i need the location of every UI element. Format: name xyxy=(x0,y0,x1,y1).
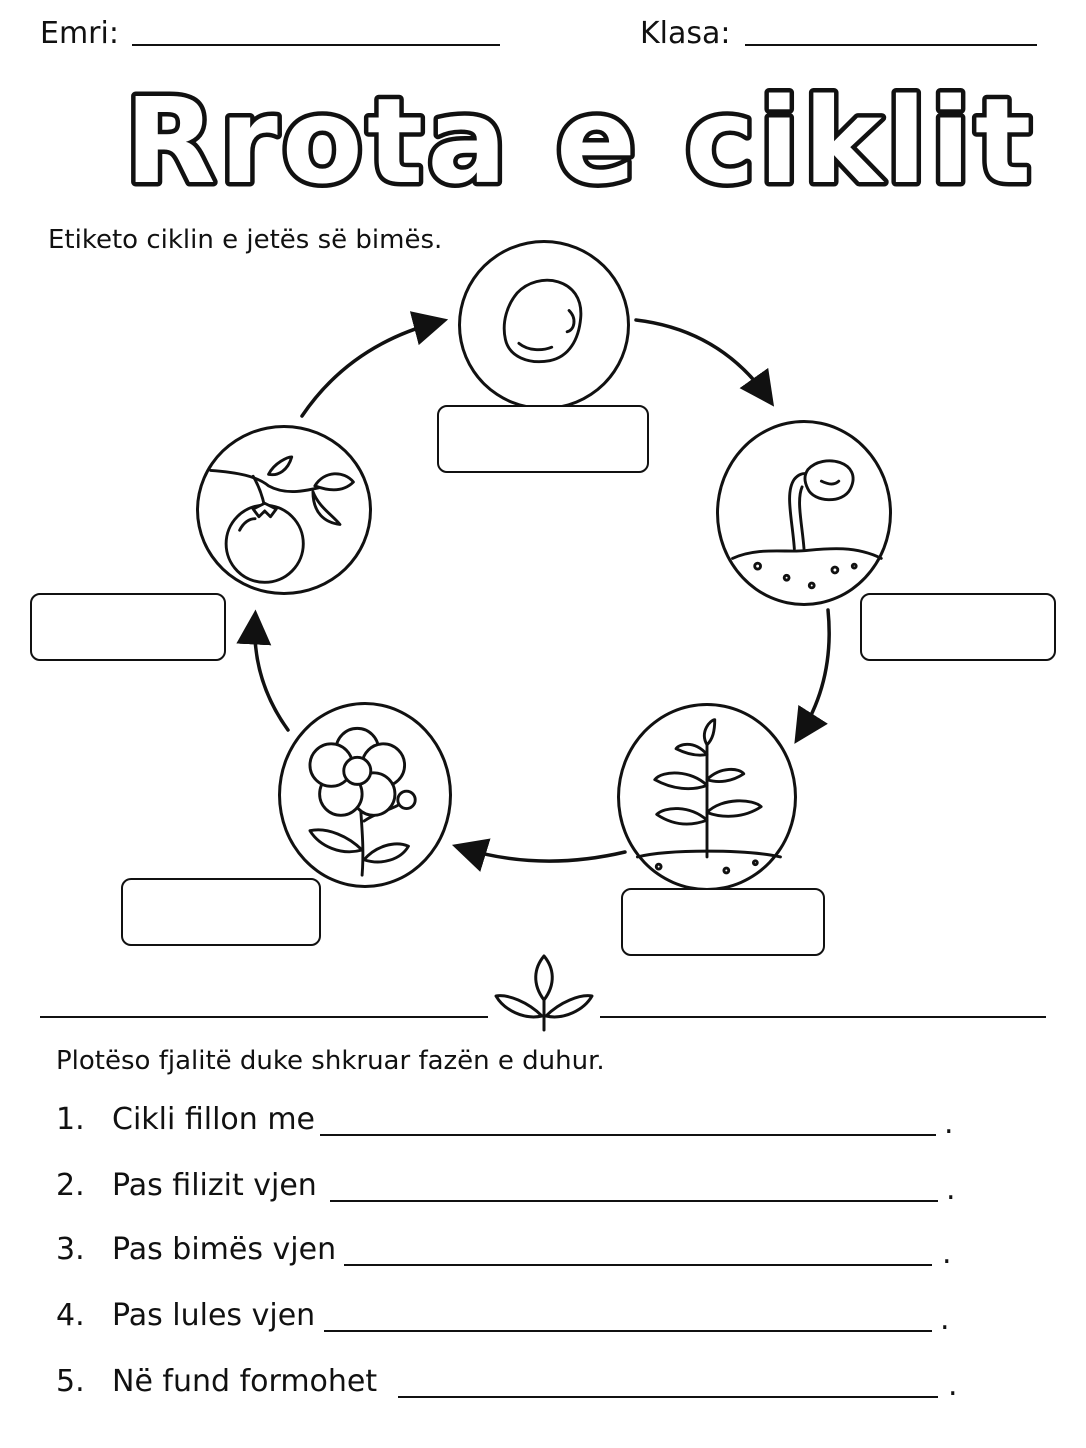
tomato-fruit-icon xyxy=(209,455,355,584)
arrow-fruit-to-seed xyxy=(300,311,449,418)
question-text: Cikli fillon me xyxy=(112,1102,316,1137)
stage-sprout xyxy=(716,420,892,606)
question-end: . xyxy=(942,1236,952,1271)
arrow-sprout-to-plant xyxy=(794,608,831,744)
sprout-divider-icon xyxy=(494,954,594,1032)
label-box-flower[interactable] xyxy=(121,878,321,946)
label-box-seed[interactable] xyxy=(437,405,649,473)
name-label: Emri: xyxy=(40,16,119,51)
question-number: 3. xyxy=(56,1232,85,1267)
question-end: . xyxy=(940,1302,950,1337)
arrow-flower-to-fruit xyxy=(236,609,290,732)
flower-icon xyxy=(308,726,417,877)
question-end: . xyxy=(946,1172,956,1207)
page-title: Rrota e ciklit xyxy=(120,70,1036,210)
question-end: . xyxy=(948,1368,958,1403)
answer-line-1[interactable] xyxy=(320,1134,936,1136)
exercise-instruction: Plotëso fjalitë duke shkruar fazën e duh… xyxy=(56,1046,605,1076)
question-number: 2. xyxy=(56,1168,85,1203)
answer-line-5[interactable] xyxy=(398,1396,938,1398)
cycle-arrows xyxy=(236,311,831,872)
answer-line-3[interactable] xyxy=(344,1264,932,1266)
question-text: Pas filizit vjen xyxy=(112,1168,317,1203)
question-text: Pas bimës vjen xyxy=(112,1232,337,1267)
seed-icon xyxy=(502,278,583,364)
question-number: 5. xyxy=(56,1364,85,1399)
question-number: 4. xyxy=(56,1298,85,1333)
diagram-instruction: Etiketo ciklin e jetës së bimës. xyxy=(48,225,443,255)
question-text: Pas lules vjen xyxy=(112,1298,316,1333)
stage-flower xyxy=(278,702,452,888)
name-field[interactable] xyxy=(132,44,500,46)
answer-line-4[interactable] xyxy=(324,1330,932,1332)
divider-right xyxy=(600,1016,1046,1018)
arrow-seed-to-sprout xyxy=(634,318,775,407)
young-plant-icon xyxy=(635,718,782,875)
answer-line-2[interactable] xyxy=(330,1200,938,1202)
question-text: Në fund formohet xyxy=(112,1364,378,1399)
stage-young-plant xyxy=(617,703,797,891)
question-end: . xyxy=(944,1106,954,1141)
question-number: 1. xyxy=(56,1102,85,1137)
arrow-plant-to-flower xyxy=(451,838,627,872)
stage-seed xyxy=(458,240,630,410)
title-text: Rrota e ciklit xyxy=(125,72,1036,210)
label-box-sprout[interactable] xyxy=(860,593,1056,661)
class-field[interactable] xyxy=(745,44,1037,46)
sprout-icon xyxy=(731,459,883,590)
divider-left xyxy=(40,1016,488,1018)
stage-fruit xyxy=(196,425,372,595)
label-box-fruit[interactable] xyxy=(30,593,226,661)
class-label: Klasa: xyxy=(640,16,731,51)
label-box-young-plant[interactable] xyxy=(621,888,825,956)
